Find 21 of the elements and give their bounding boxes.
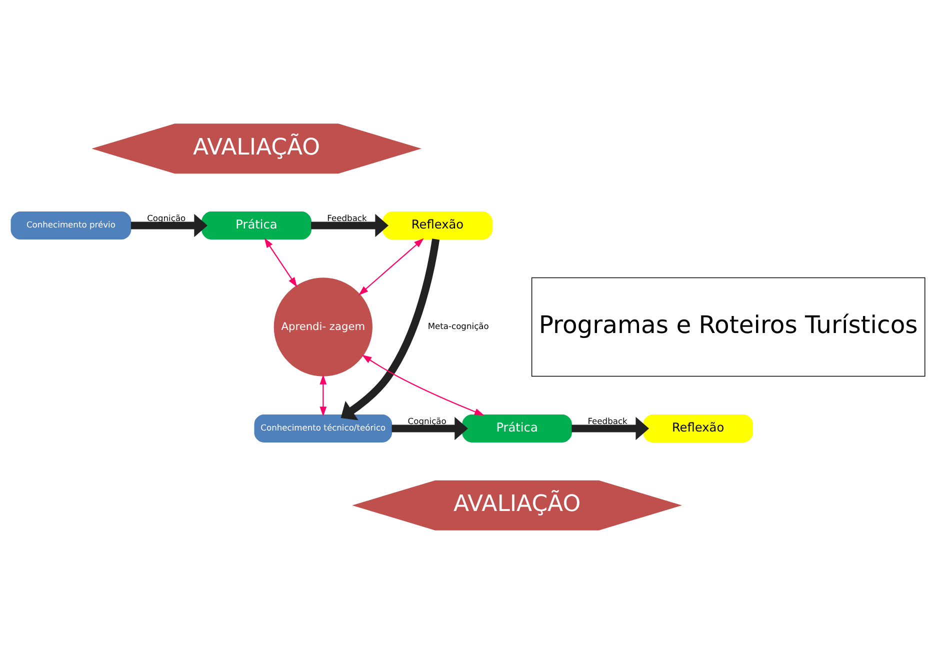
arrow — [572, 416, 650, 440]
node-box: Conhecimento prévio — [10, 211, 132, 240]
node-box: Reflexão — [382, 211, 492, 240]
edge-label: Feedback — [588, 415, 628, 426]
edge-label: Cognição — [147, 212, 186, 222]
node-box: Reflexão — [643, 414, 753, 442]
arrow — [311, 213, 388, 237]
edge-label: Meta-cognição — [428, 320, 489, 331]
edge-label: Feedback — [327, 212, 367, 222]
arrow — [130, 213, 208, 237]
arrow — [362, 354, 484, 415]
arrow — [320, 374, 327, 416]
node-box: Prática — [462, 414, 572, 442]
node-box: Conhecimento técnico/teórico — [254, 414, 392, 442]
node-box: Programas e Roteiros Turísticos — [531, 276, 926, 376]
arrow — [392, 416, 468, 440]
edge-label: Cognição — [408, 415, 446, 426]
arrow — [264, 237, 298, 287]
node-box: Prática — [202, 211, 312, 240]
arrow — [340, 238, 440, 420]
arrow — [358, 238, 424, 295]
